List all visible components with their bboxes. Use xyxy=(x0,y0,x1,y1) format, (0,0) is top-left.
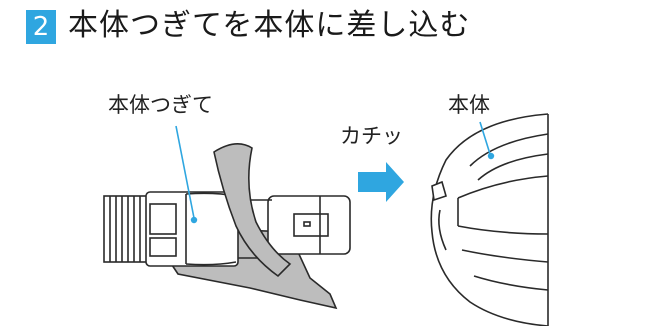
joint-handle-shape xyxy=(213,143,292,278)
label-click-sound: カチッ xyxy=(340,124,403,148)
insert-arrow-icon xyxy=(358,162,404,202)
joint-leader-dot xyxy=(190,216,198,224)
hose-icon xyxy=(103,195,149,263)
step-title: 本体つぎてを本体に差し込む xyxy=(68,8,471,43)
main-body-illustration xyxy=(430,113,549,326)
label-body-joint: 本体つぎて xyxy=(108,93,213,117)
label-main-body: 本体 xyxy=(448,93,490,117)
step-number-badge: 2 xyxy=(26,10,56,44)
joint-leader-line xyxy=(175,125,195,219)
hose-and-joint-illustration xyxy=(103,143,351,310)
body-leader-line xyxy=(479,121,491,155)
body-leader-dot xyxy=(487,152,495,160)
